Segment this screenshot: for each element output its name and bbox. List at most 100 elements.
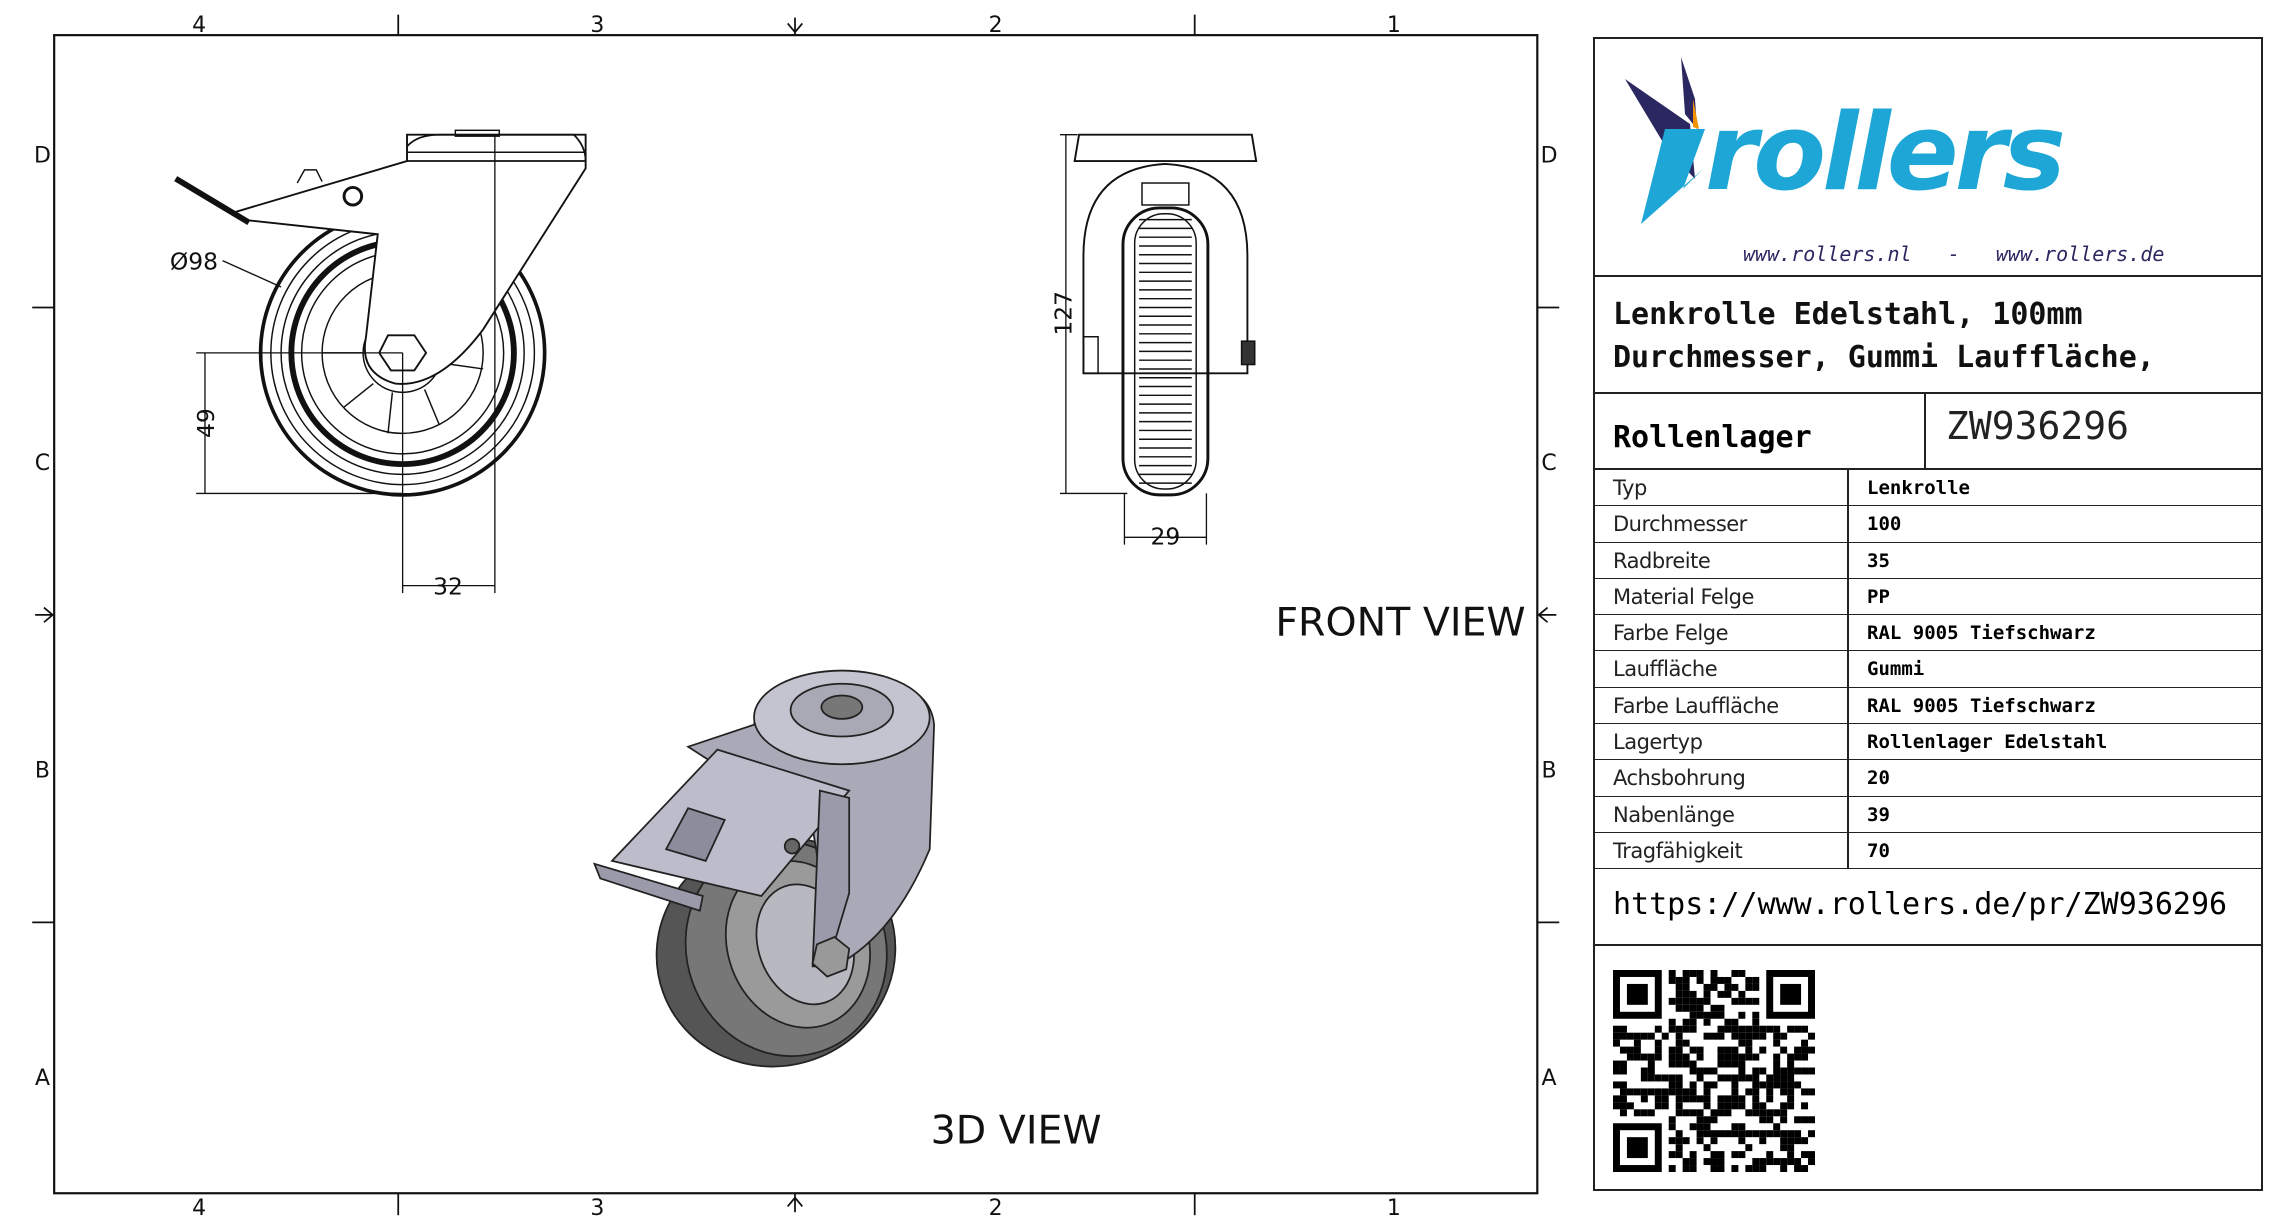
qr-module xyxy=(1675,1081,1683,1089)
col-label: 3 xyxy=(590,1196,604,1221)
qr-module xyxy=(1759,1067,1767,1075)
qr-module xyxy=(1717,1046,1725,1054)
qr-module xyxy=(1794,1025,1802,1033)
qr-module xyxy=(1675,1004,1683,1012)
qr-module xyxy=(1808,1151,1815,1159)
qr-module xyxy=(1759,1130,1767,1138)
qr-module xyxy=(1654,1039,1662,1047)
qr-module xyxy=(1724,1130,1732,1138)
qr-module xyxy=(1689,1123,1697,1131)
qr-module xyxy=(1780,1109,1788,1117)
spec-value: 100 xyxy=(1847,506,1901,542)
qr-module xyxy=(1752,1165,1760,1172)
qr-code[interactable] xyxy=(1613,970,1815,1172)
qr-module xyxy=(1759,1046,1767,1054)
qr-module xyxy=(1675,976,1683,984)
qr-module xyxy=(1710,970,1718,977)
qr-module xyxy=(1682,1165,1690,1172)
title-article-row: Rollenlager ZW936296 xyxy=(1595,394,2261,470)
qr-module xyxy=(1759,1158,1767,1166)
qr-module xyxy=(1703,1067,1711,1075)
qr-module xyxy=(1731,1123,1739,1131)
qr-module xyxy=(1682,1109,1690,1117)
qr-module xyxy=(1613,1081,1620,1089)
qr-module xyxy=(1675,1053,1683,1061)
qr-module xyxy=(1717,1053,1725,1061)
qr-module xyxy=(1626,1032,1634,1040)
spec-value: 35 xyxy=(1847,542,1890,578)
qr-module xyxy=(1787,1102,1795,1110)
qr-module xyxy=(1710,1137,1718,1145)
qr-module xyxy=(1696,1067,1704,1075)
qr-module xyxy=(1808,1067,1815,1075)
qr-module xyxy=(1717,1130,1725,1138)
qr-module xyxy=(1745,1109,1753,1117)
qr-module xyxy=(1738,997,1746,1005)
col-label: 2 xyxy=(989,13,1003,38)
qr-module xyxy=(1738,1032,1746,1040)
qr-module xyxy=(1780,1074,1788,1082)
qr-module xyxy=(1773,1067,1781,1075)
qr-module xyxy=(1689,1088,1697,1096)
qr-module xyxy=(1801,1165,1809,1172)
qr-module xyxy=(1710,1081,1718,1089)
qr-module xyxy=(1724,1060,1732,1068)
qr-module xyxy=(1619,1067,1627,1075)
qr-module xyxy=(1689,1109,1697,1117)
qr-module xyxy=(1654,1046,1662,1054)
qr-module xyxy=(1717,1151,1725,1159)
qr-module xyxy=(1675,1032,1683,1040)
axle-height-dimension: 49 xyxy=(192,408,220,438)
qr-module xyxy=(1738,1151,1746,1159)
qr-module xyxy=(1668,1081,1676,1089)
product-url[interactable]: https://www.rollers.de/pr/ZW936296 xyxy=(1595,869,2261,946)
qr-module xyxy=(1724,1025,1732,1033)
qr-module xyxy=(1613,1039,1620,1047)
row-label: C xyxy=(1541,451,1556,476)
qr-module xyxy=(1626,1102,1634,1110)
qr-module xyxy=(1794,1067,1802,1075)
qr-module xyxy=(1731,1060,1739,1068)
qr-module xyxy=(1619,1109,1627,1117)
qr-module xyxy=(1640,1074,1648,1082)
spec-label: Nabenlänge xyxy=(1613,802,1735,827)
qr-module xyxy=(1773,1039,1781,1047)
qr-module xyxy=(1738,1053,1746,1061)
qr-module xyxy=(1787,1151,1795,1159)
qr-module xyxy=(1780,1137,1788,1145)
qr-module xyxy=(1717,1165,1725,1172)
qr-module xyxy=(1801,1137,1809,1145)
iso-view-label: 3D VIEW xyxy=(931,1107,1102,1153)
qr-module xyxy=(1710,1004,1718,1012)
qr-module xyxy=(1766,1025,1774,1033)
qr-module xyxy=(1752,1095,1760,1103)
qr-module xyxy=(1619,1060,1627,1068)
qr-module xyxy=(1640,1067,1648,1075)
qr-module xyxy=(1619,1102,1627,1110)
qr-module xyxy=(1668,1165,1676,1172)
qr-module xyxy=(1745,1165,1753,1172)
front-view xyxy=(1060,133,1258,545)
qr-module xyxy=(1731,997,1739,1005)
qr-module xyxy=(1689,990,1697,998)
qr-module xyxy=(1689,1018,1697,1026)
qr-module xyxy=(1724,976,1732,984)
qr-module xyxy=(1682,1018,1690,1026)
spec-value: RAL 9005 Tiefschwarz xyxy=(1847,687,2096,724)
qr-module xyxy=(1752,1067,1760,1075)
offset-dimension: 32 xyxy=(433,572,463,600)
qr-module xyxy=(1619,1088,1627,1096)
qr-module xyxy=(1613,1067,1620,1075)
qr-module xyxy=(1738,1074,1746,1082)
qr-module xyxy=(1682,1025,1690,1033)
title-line: Rollenlager xyxy=(1613,420,1812,455)
qr-module xyxy=(1738,1067,1746,1075)
qr-module xyxy=(1640,1095,1648,1103)
qr-module xyxy=(1773,1032,1781,1040)
qr-module xyxy=(1668,1123,1676,1131)
title-line: Durchmesser, Gummi Lauffläche, xyxy=(1613,340,2155,375)
qr-module xyxy=(1703,990,1711,998)
qr-module xyxy=(1780,1144,1788,1152)
